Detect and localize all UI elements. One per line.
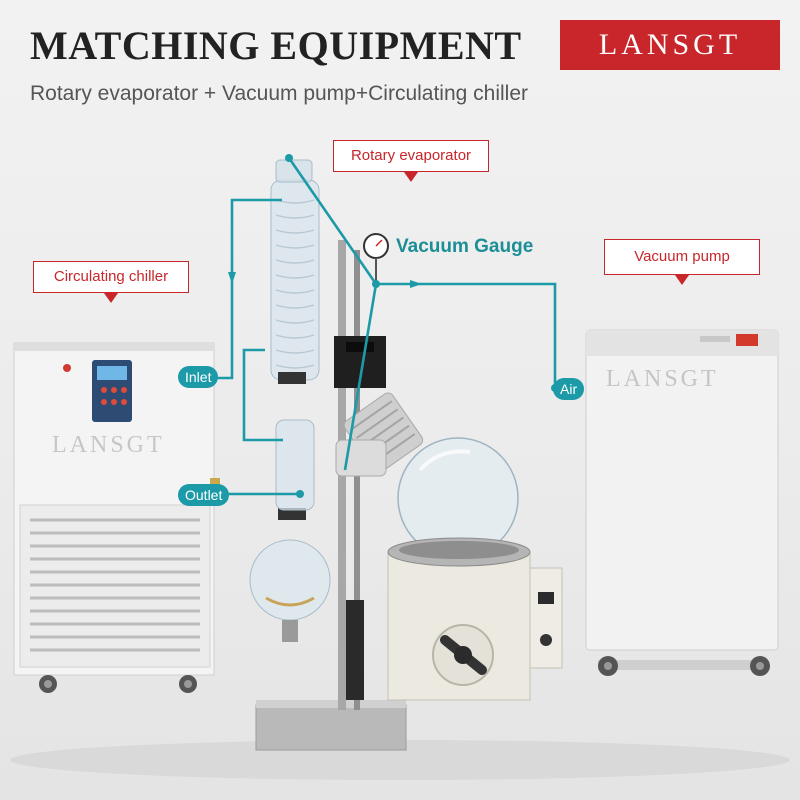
callout-pointer	[404, 172, 418, 182]
brand-logo: LANSGT	[560, 20, 780, 70]
watermark: LANSGT	[52, 432, 165, 458]
outlet-label: Outlet	[178, 484, 230, 506]
air-label: Air	[553, 378, 585, 400]
vacuum-pump	[585, 329, 779, 676]
circulating-chiller	[13, 342, 220, 693]
page-title: MATCHING EQUIPMENT	[30, 23, 522, 68]
callout-vacuum-pump: Vacuum pump	[604, 239, 760, 285]
watermark: LANSGT	[606, 366, 719, 392]
page-subtitle: Rotary evaporator + Vacuum pump+Circulat…	[30, 82, 529, 105]
callout-label: Rotary evaporator	[350, 147, 472, 164]
vacuum-gauge-label: Vacuum Gauge	[396, 236, 534, 257]
callout-pointer	[104, 293, 118, 303]
callout-circulating-chiller: Circulating chiller	[33, 261, 189, 303]
tubing	[214, 157, 557, 496]
callout-rotary-evaporator: Rotary evaporator	[333, 140, 489, 182]
callout-label: Vacuum pump	[634, 248, 730, 265]
callout-pointer	[675, 275, 689, 285]
inlet-label: Inlet	[178, 366, 219, 388]
rotary-evaporator	[249, 159, 563, 751]
callout-label: Circulating chiller	[53, 268, 169, 285]
